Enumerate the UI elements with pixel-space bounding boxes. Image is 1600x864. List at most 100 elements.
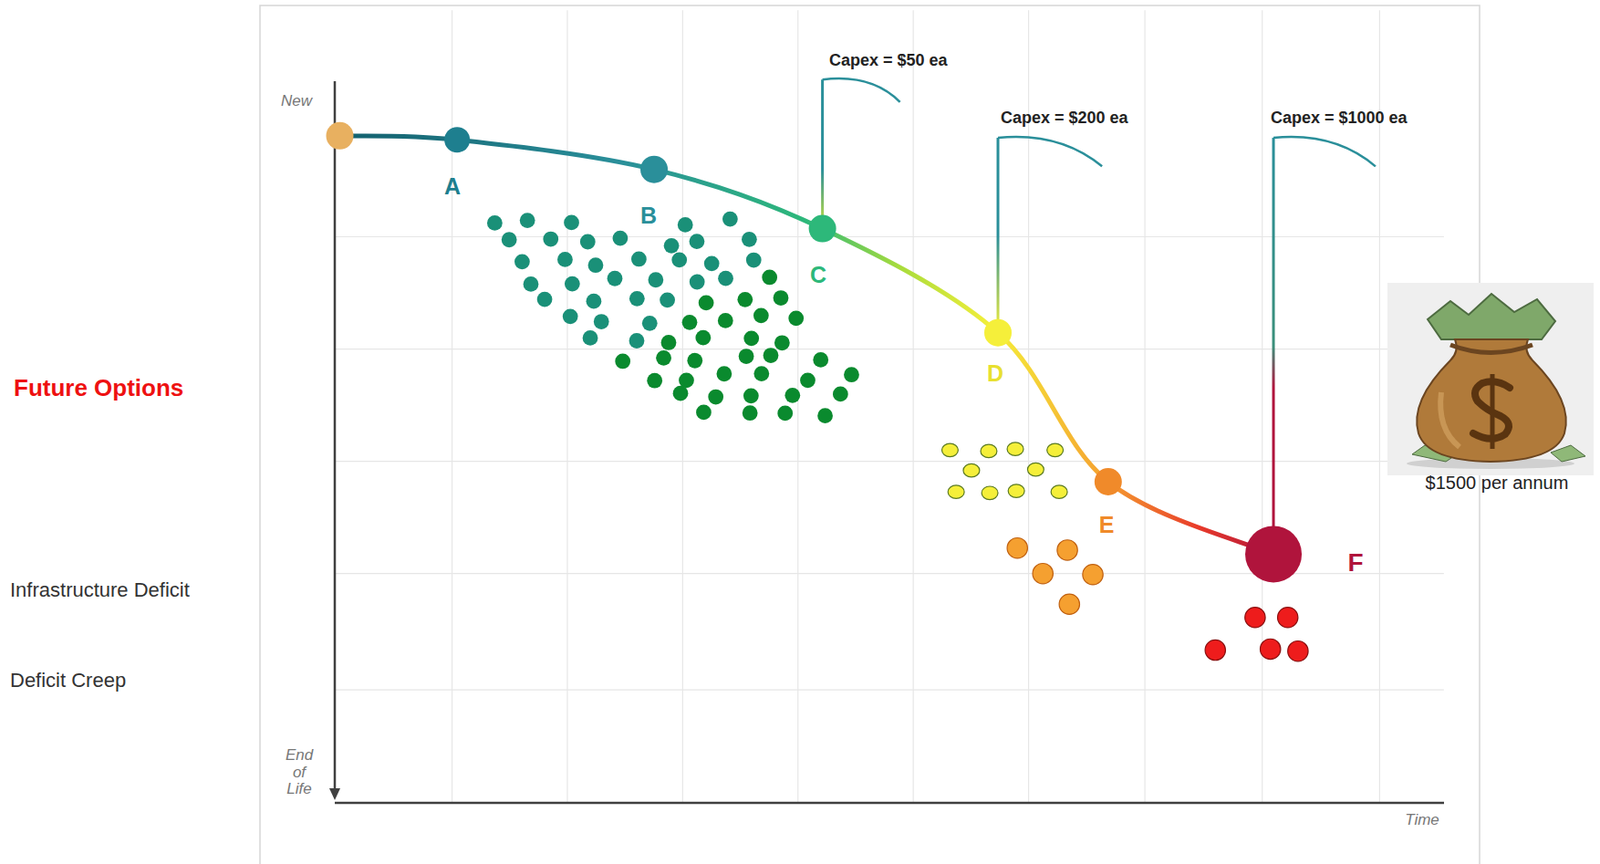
asset-dot (1050, 485, 1068, 499)
asset-dot (738, 348, 755, 364)
grid-line (682, 10, 684, 803)
side-label: Deficit Creep (10, 669, 126, 692)
asset-dot (737, 291, 753, 308)
condition-point (809, 215, 837, 243)
asset-dot (1245, 607, 1266, 628)
asset-dot (646, 373, 663, 389)
asset-dot (800, 372, 816, 388)
flag-pole (820, 79, 824, 229)
asset-dot (753, 307, 769, 323)
asset-dot (682, 314, 698, 331)
axis-label: New (280, 93, 312, 111)
flag (997, 136, 1102, 167)
asset-dot (542, 231, 559, 248)
asset-dot (673, 385, 689, 402)
asset-dot (1205, 639, 1226, 660)
asset-dot (1082, 564, 1103, 585)
asset-dot (980, 444, 998, 458)
asset-dot (1007, 484, 1025, 499)
asset-dot (523, 276, 540, 292)
asset-dot (784, 387, 800, 404)
asset-dot (753, 365, 769, 382)
asset-dot (629, 290, 645, 307)
asset-dot (614, 353, 631, 370)
axis-label: Time (1404, 811, 1440, 830)
asset-dot (741, 231, 758, 248)
asset-dot (562, 308, 579, 324)
asset-dot (947, 485, 965, 499)
side-label: Infrastructure Deficit (10, 579, 190, 602)
money-bag (1387, 282, 1594, 476)
asset-dot (707, 389, 724, 406)
condition-point (984, 319, 1012, 347)
point-letter: B (640, 203, 657, 229)
asset-dot (832, 386, 849, 403)
asset-dot (981, 486, 998, 500)
asset-dot (742, 405, 759, 421)
point-letter: D (987, 361, 1004, 387)
asset-dot (1007, 538, 1028, 559)
asset-dot (788, 310, 804, 326)
asset-dot (661, 334, 677, 351)
asset-dot (629, 332, 645, 349)
flag (822, 78, 901, 103)
condition-point (1245, 525, 1302, 582)
grid-line (913, 10, 915, 803)
heading: Future Options (13, 374, 184, 402)
axis-arrow (329, 788, 341, 800)
asset-dot (743, 387, 759, 404)
point-letter: A (444, 174, 461, 200)
asset-dot (593, 313, 610, 330)
asset-dot (761, 270, 778, 286)
asset-dot (580, 234, 596, 250)
condition-points (326, 122, 1303, 583)
dot-clusters (487, 211, 1309, 662)
asset-dot (1027, 462, 1044, 477)
grid-line (1028, 10, 1029, 803)
asset-dot (963, 463, 980, 478)
flag-pole (1272, 137, 1276, 554)
asset-dot (671, 251, 687, 268)
asset-dot (812, 352, 829, 368)
condition-point (640, 155, 668, 184)
grid-line (797, 10, 799, 803)
flag-pole (997, 137, 1000, 333)
point-letter: C (810, 262, 827, 289)
condition-curve (340, 135, 1275, 555)
asset-dot (1007, 442, 1024, 457)
asset-dot (564, 276, 581, 292)
frame (259, 5, 1480, 864)
asset-dot (695, 330, 711, 346)
asset-dot (678, 372, 695, 388)
asset-dot (746, 252, 762, 269)
asset-dot (659, 291, 676, 308)
asset-dot (487, 215, 503, 231)
grid-line (566, 10, 568, 803)
asset-dot (519, 212, 536, 229)
asset-dot (773, 290, 790, 306)
asset-dot (743, 330, 759, 346)
asset-dot (612, 230, 629, 247)
capex-label: Capex = $50 ea (829, 51, 948, 71)
grid-line (334, 348, 1445, 350)
asset-dot (642, 315, 658, 332)
asset-dot (501, 231, 518, 248)
asset-dot (716, 365, 732, 382)
asset-dot (689, 274, 706, 291)
point-letter: E (1099, 512, 1115, 539)
asset-dot (607, 270, 624, 287)
asset-dot (1059, 593, 1080, 614)
point-letter: F (1347, 549, 1363, 578)
grid-line (334, 236, 1445, 238)
capex-flags (820, 78, 1376, 554)
asset-dot (686, 353, 703, 369)
asset-dot (647, 271, 664, 288)
asset-dot (677, 217, 694, 233)
asset-dot (588, 257, 604, 273)
asset-dot (631, 251, 647, 268)
capex-label: Capex = $200 ea (1000, 109, 1129, 128)
annual-cost-label: $1500 per annum (1425, 472, 1569, 493)
asset-dot (777, 405, 793, 422)
asset-dot (689, 233, 706, 250)
